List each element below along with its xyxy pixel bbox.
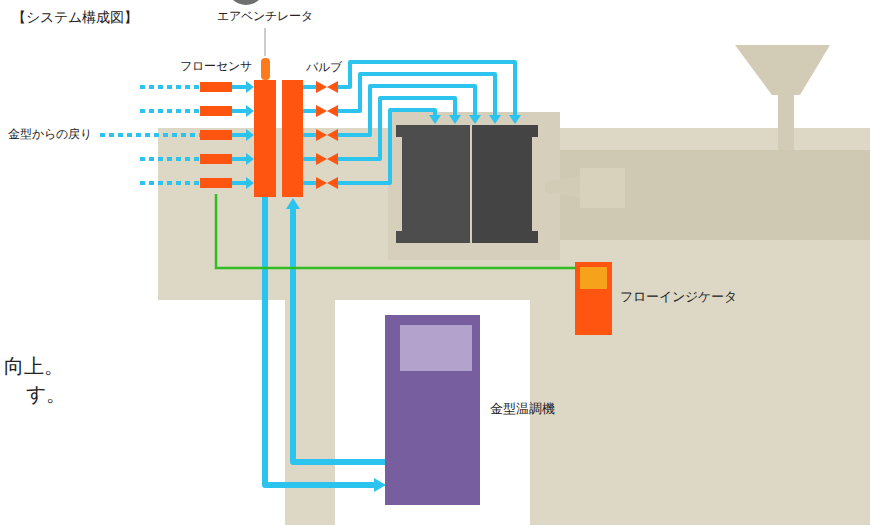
diagram-title: 【システム構成図】 xyxy=(12,9,138,26)
note-fragment: す。 xyxy=(26,382,66,406)
injection-machine xyxy=(158,45,870,525)
return-pipes-dotted xyxy=(100,87,200,183)
signal-wire xyxy=(216,194,575,268)
part-label: バルブ xyxy=(306,60,342,74)
node-label: フローセンサ xyxy=(180,59,252,73)
air-ventilator xyxy=(261,28,270,80)
controller-pipes xyxy=(265,197,386,492)
note-fragment: 向上。 xyxy=(4,354,64,378)
flow-sensors xyxy=(200,82,232,188)
cut-blob xyxy=(227,0,265,5)
flow-label: 金型からの戻り xyxy=(8,127,92,141)
flow-indicator: フローインジケータ xyxy=(575,262,612,335)
panel-detail xyxy=(580,267,607,289)
mold-temperature-controller: 金型温調機 xyxy=(385,315,480,505)
supply-pipes xyxy=(338,62,521,183)
node-label: 金型温調機 xyxy=(490,401,555,417)
flow-sensor-group: フローセンサ xyxy=(200,80,232,194)
node-label: フローインジケータ xyxy=(620,289,737,305)
valves xyxy=(316,81,338,189)
mold xyxy=(396,125,538,243)
part-label: エアベンチレータ xyxy=(217,9,313,23)
manifold xyxy=(254,80,303,197)
panel-detail xyxy=(400,325,472,371)
